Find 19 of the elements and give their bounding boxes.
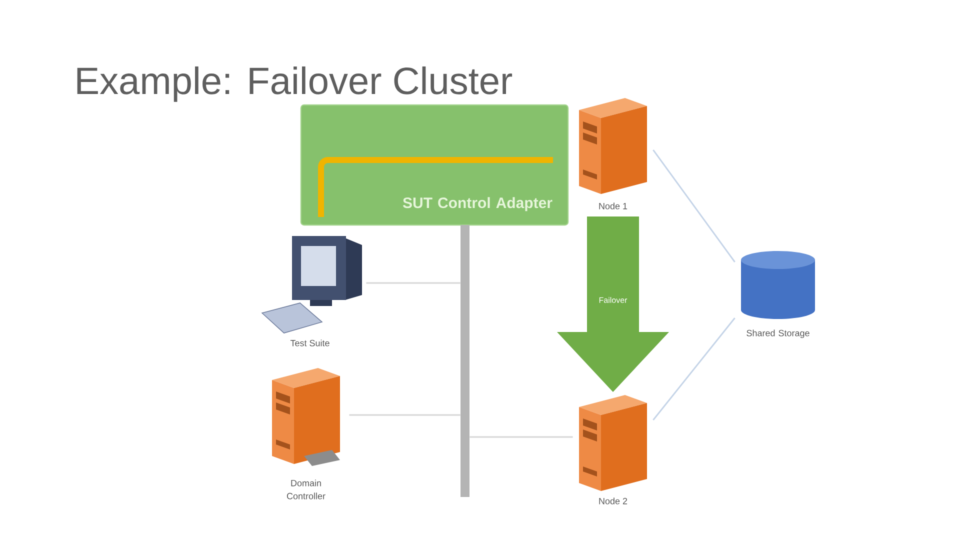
edge-label: Failover <box>597 296 629 304</box>
node-label: Node 1 <box>599 202 628 210</box>
block-arrow <box>557 216 669 392</box>
bus-bar <box>460 225 470 497</box>
node-label: Node 2 <box>599 498 628 504</box>
connector-line <box>652 150 736 262</box>
connector-line <box>366 282 460 284</box>
process-box: SUT Control Adapter <box>300 104 569 226</box>
connector-line <box>470 436 573 438</box>
server: Node 2 <box>579 395 647 504</box>
storage-cylinder: Shared Storage <box>741 251 815 338</box>
title: Example: Failover Cluster <box>77 66 512 102</box>
node-label: Domain Controller <box>286 480 326 500</box>
connector-line <box>652 318 736 420</box>
connector-line <box>349 414 460 416</box>
server: Domain Controller <box>272 368 340 500</box>
node-label: Shared Storage <box>746 330 810 338</box>
node-label: Test Suite <box>290 340 330 346</box>
server: Node 1 <box>579 98 647 210</box>
